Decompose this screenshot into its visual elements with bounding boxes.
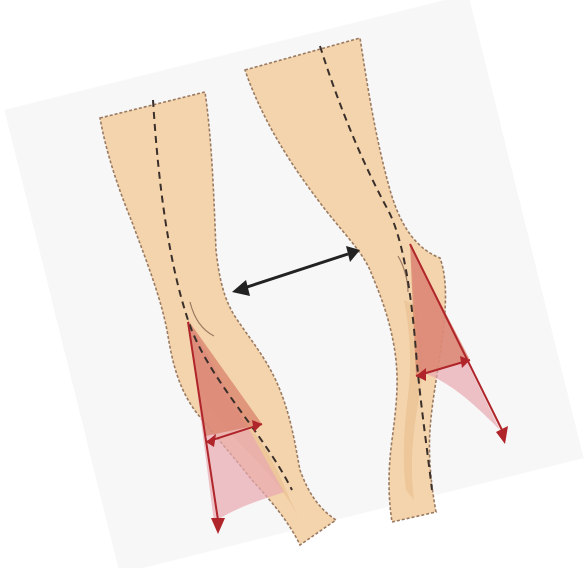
diagram-canvas	[0, 0, 588, 568]
knee-alignment-illustration	[0, 0, 588, 568]
